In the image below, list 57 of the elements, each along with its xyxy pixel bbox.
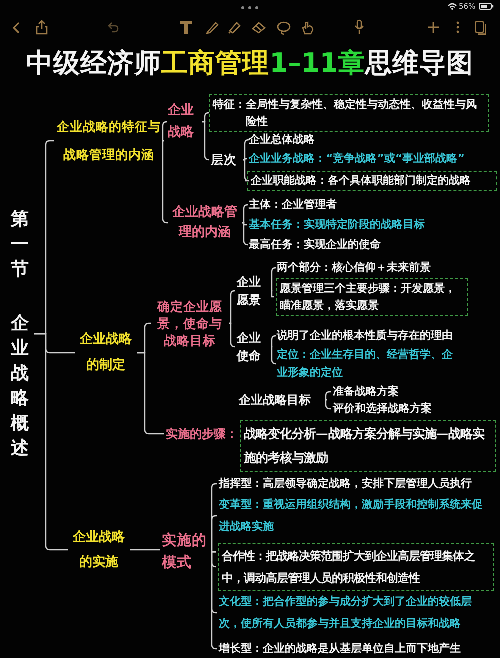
connector-line [242,222,249,246]
note-box: 合作性：把战略决策范围扩大到企业高层管理集体之中，调动高层管理人员的积极性和创造性 [218,543,494,591]
section-title: 企业战略概述 [10,312,30,461]
connector-line [243,158,247,161]
topic-text: 增长型：企业的战略是从基层单位自上而下地产生 [219,641,491,657]
connector-line [202,121,210,161]
connector-line [34,333,68,551]
section-title: 第一节 [10,208,30,282]
branch-label: 企业战略 [168,100,200,144]
connector-line [243,159,250,182]
branch-label: 实施的步骤： [166,426,242,442]
connector-line [270,290,274,298]
branch-label: 企业战略的特征与战略管理的内涵 [56,113,162,169]
connector-line [243,139,250,161]
note-box: 企业职能战略：各个具体职能部门制定的战略 [247,171,497,191]
connector-line [242,204,249,224]
connector-line [130,549,160,551]
topic-text: 最高任务：实现企业的使命 [249,237,449,253]
connector-line [325,391,331,401]
topic-text: 两个部分：核心信仰＋未来前景 [277,260,487,276]
connector-line [270,267,277,292]
title: 中级经济师工商管理1–11章思维导图 [26,47,474,81]
connector-line [211,551,217,650]
branch-label: 企业战略管理的内涵 [170,203,240,243]
topic-text: 企业战略目标 [239,392,325,408]
connector-line [270,335,277,348]
branch-label: 企业战略的制定 [77,327,135,379]
topic-text: 企业业务战略：“竞争战略”或“事业部战略” [249,151,496,167]
connector-line [229,290,236,324]
branch-label: 企业战略的实施 [70,525,128,575]
topic-text: 准备战略方案 [333,384,453,400]
topic-text: 层次 [211,152,241,168]
connector-line [162,140,168,224]
topic-text: 企业总体战略 [249,132,449,148]
topic-text: 基本任务：实现特定阶段的战略目标 [249,217,474,233]
note-box: 战略变化分析—战略方案分解与实施—战略实施的考核与激励 [240,420,496,472]
connector-line [325,399,331,410]
branch-label: 实施的模式 [162,530,214,574]
note-box: 愿景管理三个主要步骤：开发愿景，瞄准愿景，落实愿景 [276,278,468,316]
topic-text: 定位：企业生存目的、经营哲学、企业形象的定位 [277,346,453,382]
topic-text: 企业愿景 [237,273,269,309]
branch-label: 确定企业愿景，使命与战略目标 [153,298,227,349]
topic-text: 评价和选择战略方案 [333,401,473,417]
note-box: 特征：全局性与复杂性、稳定性与动态性、收益性与风险性 [209,94,489,132]
connector-line [137,352,164,435]
topic-text: 变革型：重视运用组织结构，激励手段和控制系统来促进战略实施 [219,494,491,538]
topic-text: 企业使命 [237,329,269,365]
topic-text: 说明了企业的根本性质与存在的理由 [277,328,495,344]
connector-line [229,322,236,348]
topic-text: 指挥型：高层领导确定战略，安排下层管理人员执行 [219,476,491,492]
topic-text: 文化型：把合作型的参与成分扩大到了企业的较低层次，使所有人员都参与并且支持企业的目标和战略 [219,591,493,635]
connector-line [270,346,277,365]
connector-line [211,515,217,553]
connector-line [242,222,247,226]
connector-line [162,121,168,142]
topic-text: 主体：企业管理者 [249,197,449,213]
connector-line [202,112,210,123]
